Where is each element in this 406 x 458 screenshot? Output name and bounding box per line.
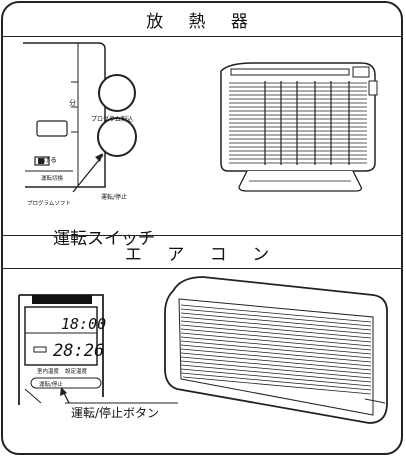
side-button-label: げる — [43, 156, 57, 164]
side-button[interactable] — [36, 120, 68, 137]
radiator-title: 放 熱 器 — [3, 3, 401, 37]
aircon-section: 18:00 28:26 室内温度 設定温度 運転/停止 運転/停止ボタン — [3, 269, 401, 453]
room-temp-label: 室内温度 — [37, 369, 60, 375]
radiator-illustration — [23, 42, 378, 193]
set-temp-label: 設定温度 — [65, 369, 88, 375]
switch-caption-2: プログラムソフト — [27, 201, 71, 207]
control-panel-outline — [23, 42, 106, 188]
run-stop-callout: 運転/停止ボタン — [71, 406, 160, 420]
aircon-title: エ ア コ ン — [3, 235, 401, 269]
run-switch-callout: 運転スイッチ — [53, 229, 155, 249]
program-button-label: プログラム割込 — [91, 116, 133, 123]
radiator-unit — [220, 62, 378, 192]
remote-control[interactable] — [18, 294, 178, 405]
aircon-illustration — [18, 276, 388, 424]
run-stop-button-label: 運転/停止 — [39, 382, 63, 388]
tick-label: 分 — [69, 99, 76, 107]
run-switch-label: 運転/停止 — [101, 194, 128, 201]
radiator-section: 分 プログラム割込 げる 運転切換 プログラムソフト 運転/停止 運転スイッチ — [3, 37, 401, 249]
aircon-unit — [164, 276, 388, 424]
program-button[interactable] — [98, 74, 136, 112]
callout-arrow — [72, 154, 104, 193]
remote-temp-display: 28:26 — [53, 341, 105, 361]
run-switch[interactable] — [97, 117, 137, 157]
remote-lcd — [24, 306, 98, 366]
run-stop-button[interactable] — [30, 377, 102, 389]
remote-time-display: 18:00 — [61, 315, 107, 333]
switch-caption-1: 運転切換 — [41, 176, 64, 182]
